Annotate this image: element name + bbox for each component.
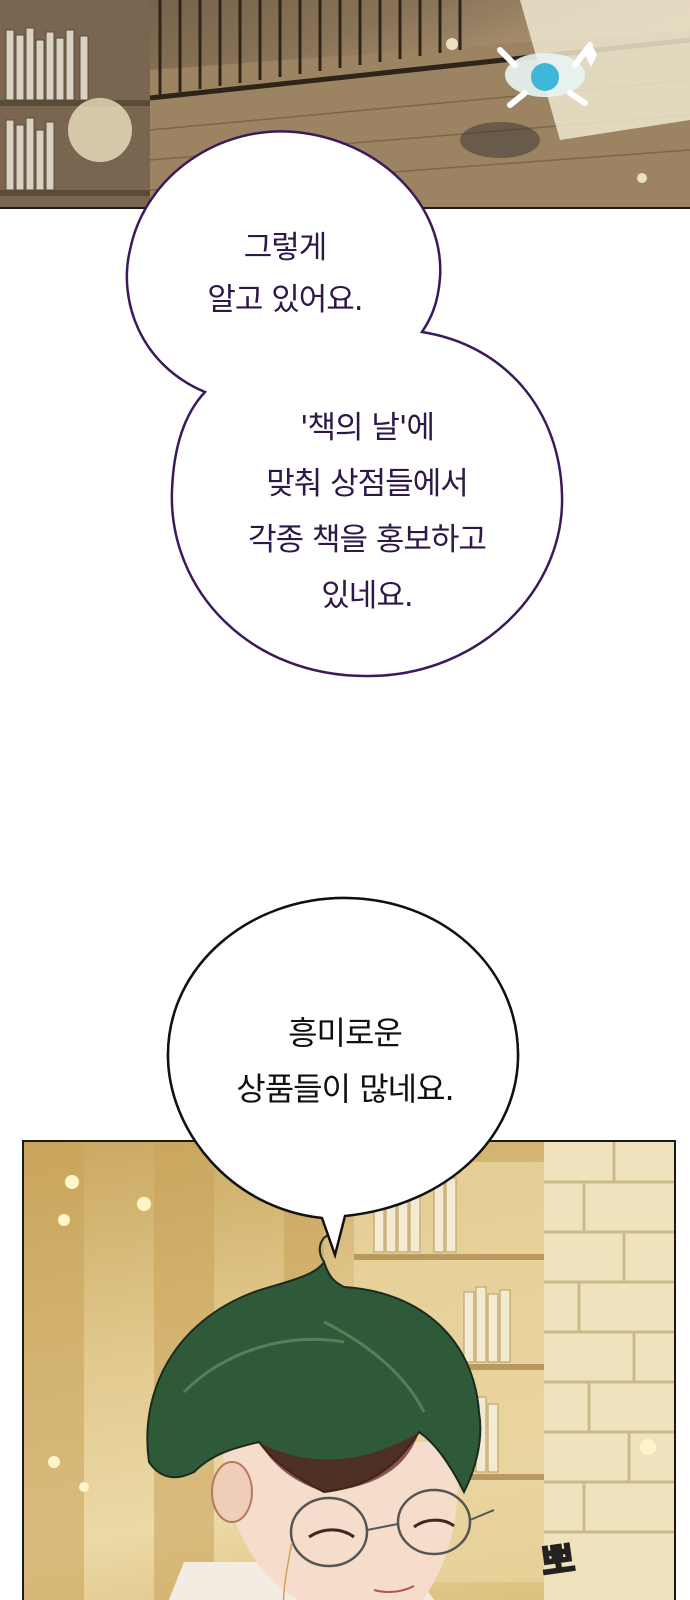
speech-bubble-2-text: '책의 날'에 맞춰 상점들에서 각종 책을 홍보하고 있네요.: [207, 400, 527, 624]
bubble-line: '책의 날'에: [300, 410, 435, 446]
panel-bookshop-interior: [0, 0, 690, 209]
sfx-text: 뽀: [538, 1538, 579, 1585]
bubble-line: 그렇게: [243, 230, 328, 266]
panel-glasses-character: 뽀: [22, 1140, 676, 1600]
speech-bubble-1-text: 그렇게 알고 있어요.: [185, 222, 385, 326]
bubble-line: 있네요.: [321, 578, 413, 614]
character-scene-art: [24, 1142, 674, 1600]
speech-balloon-purple-outline: [125, 130, 564, 678]
bubble-line: 각종 책을 홍보하고: [248, 522, 487, 558]
bubble-line: 흥미로운: [288, 1014, 403, 1052]
bubble-line: 맞춰 상점들에서: [266, 466, 469, 502]
speech-bubble-3-text: 흥미로운 상품들이 많네요.: [195, 1005, 495, 1117]
bubble-line: 상품들이 많네요.: [236, 1070, 454, 1108]
bubble-line: 알고 있어요.: [207, 282, 363, 318]
